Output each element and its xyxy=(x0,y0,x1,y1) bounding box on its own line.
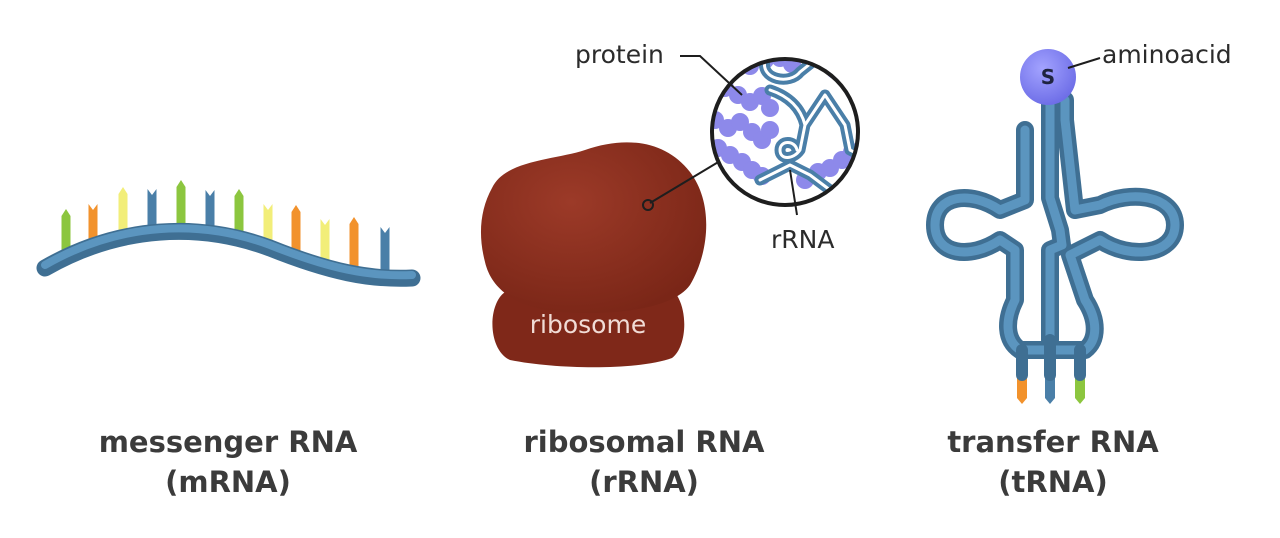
trna-caption-line1: transfer RNA xyxy=(947,425,1159,459)
amino-acid-ball xyxy=(1020,49,1076,105)
protein-leader-line xyxy=(680,55,743,96)
rrna-leader-line xyxy=(789,169,798,216)
zoom-circle-border xyxy=(710,57,860,207)
protein-label: protein xyxy=(575,40,664,69)
trna-illustration: S aminoacid xyxy=(926,40,1232,404)
mrna-base xyxy=(234,189,244,242)
protein-bead xyxy=(712,111,724,129)
aminoacid-label: aminoacid xyxy=(1102,40,1232,69)
mrna-illustration xyxy=(36,180,421,287)
mrna-backbone-highlight xyxy=(41,224,416,280)
mrna-caption-line1: messenger RNA xyxy=(98,425,358,459)
mrna-base xyxy=(147,189,157,235)
mrna-base xyxy=(320,219,330,265)
protein-bead xyxy=(731,113,749,131)
rrna-caption: ribosomal RNA (rRNA) xyxy=(464,422,824,502)
mrna-base xyxy=(291,205,301,258)
trna-caption: transfer RNA (tRNA) xyxy=(873,422,1233,502)
mrna-caption-line2: (mRNA) xyxy=(165,465,291,499)
rrna-caption-line2: (rRNA) xyxy=(589,465,699,499)
mrna-base xyxy=(118,187,128,240)
trna-body xyxy=(926,91,1184,381)
mrna-bases xyxy=(61,180,390,273)
zoom-pointer-line xyxy=(649,154,731,204)
rrna-strand-inner xyxy=(758,59,858,192)
mrna-base xyxy=(349,217,359,270)
trna-caption-line2: (tRNA) xyxy=(998,465,1108,499)
amino-acid-s-label: S xyxy=(1041,65,1055,89)
protein-bead xyxy=(726,59,744,71)
mrna-caption: messenger RNA (mRNA) xyxy=(48,422,408,502)
ribosome-large-subunit xyxy=(480,142,707,314)
rrna-label: rRNA xyxy=(771,225,834,254)
aminoacid-leader-line xyxy=(1067,57,1101,69)
mrna-base xyxy=(380,227,390,273)
protein-bead xyxy=(761,121,779,139)
ribosome-illustration: ribosome protein rRNA xyxy=(480,40,860,368)
protein-bead xyxy=(761,99,779,117)
mrna-base xyxy=(176,180,186,233)
ribosome-label: ribosome xyxy=(530,310,646,339)
zoom-pointer-dot xyxy=(642,199,654,211)
rrna-caption-line1: ribosomal RNA xyxy=(523,425,765,459)
